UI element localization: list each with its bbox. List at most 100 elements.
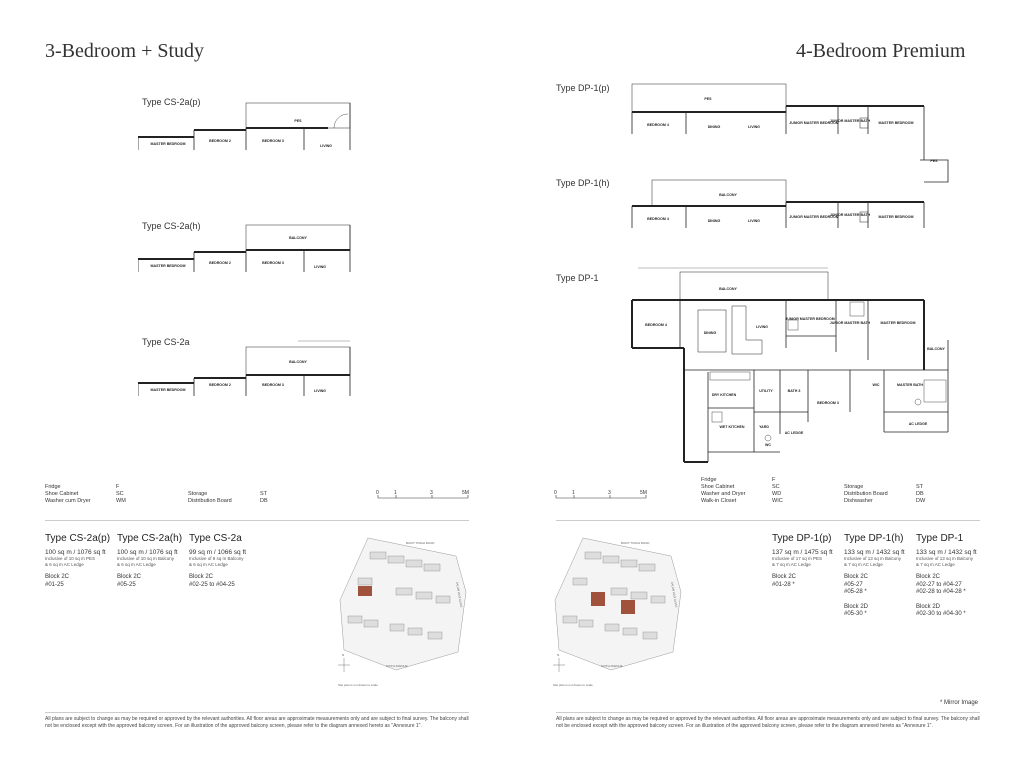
room-label: WC	[765, 443, 771, 447]
floorplan-cs2ap: PES MASTER BEDROOM BEDROOM 2 BEDROOM 3 L…	[138, 102, 351, 150]
room-label: MASTER BEDROOM	[151, 388, 186, 392]
room-label: BEDROOM 2	[209, 261, 231, 265]
legend-right-col2: F SC WD WIC	[772, 477, 783, 504]
room-label: MASTER BEDROOM	[151, 264, 186, 268]
room-label: LIVING	[748, 219, 760, 223]
legend-left-col2: F SC WM	[116, 484, 126, 504]
scale-tick: 5M	[462, 490, 469, 496]
disclaimer-left: All plans are subject to change as may b…	[45, 716, 469, 729]
floorplan-cs2a: BALCONY MASTER BEDROOM BEDROOM 2 BEDROOM…	[138, 340, 351, 396]
unit-info-dp1: Type DP-1 133 sq m / 1432 sq ft Inclusiv…	[916, 533, 977, 617]
north-arrow: N	[342, 653, 344, 657]
room-label: BEDROOM 3	[262, 139, 284, 143]
unit-info-cs2ah: Type CS-2a(h) 100 sq m / 1076 sq ft Incl…	[117, 533, 183, 588]
room-label: WET KITCHEN	[720, 425, 745, 429]
room-label: JUNIOR MASTER BEDROOM	[789, 121, 839, 125]
room-label: JUNIOR MASTER BEDROOM	[785, 317, 835, 321]
left-page-title: 3-Bedroom + Study	[45, 40, 205, 62]
room-label: BEDROOM 4	[647, 123, 669, 127]
room-label: UTILITY	[759, 389, 773, 393]
scale-tick: 3	[430, 490, 433, 496]
room-label: DINING	[704, 331, 717, 335]
plan-label-dp1: Type DP-1	[556, 273, 599, 283]
room-label: LIVING	[320, 144, 332, 148]
room-label: LIVING	[748, 125, 760, 129]
road-label: SIXTH AVENUE	[386, 664, 408, 668]
site-plan-right: BUKIT TIMAH ROAD JALAN HAJI ALIAS SIXTH …	[553, 537, 682, 687]
mirror-image-note: * Mirror Image	[940, 700, 979, 706]
scale-tick: 5M	[640, 490, 647, 496]
room-label: JUNIOR MASTER BATH	[830, 321, 871, 325]
legend-left-col1: Fridge Shoe Cabinet Washer cum Dryer	[45, 484, 91, 504]
floorplan-dp1p: PES BEDROOM 4 DINING LIVING JUNIOR MASTE…	[631, 83, 949, 183]
plan-label-dp1p: Type DP-1(p)	[556, 83, 610, 93]
room-label: BALCONY	[289, 236, 307, 240]
room-label: LIVING	[314, 265, 326, 269]
room-label: LIVING	[756, 325, 768, 329]
legend-right-col1: Fridge Shoe Cabinet Washer and Dryer Wal…	[701, 477, 746, 504]
room-label: MASTER BEDROOM	[151, 142, 186, 146]
scale-tick: 0	[376, 490, 379, 496]
room-label: DINING	[708, 219, 721, 223]
room-label: JUNIOR MASTER BATH	[830, 213, 871, 217]
highlight-unit	[591, 592, 605, 606]
scale-bar-left: 0 1 3 5M	[376, 490, 469, 499]
floorplan-dp1h: BALCONY BEDROOM 4 DINING LIVING JUNIOR M…	[631, 179, 925, 228]
road-label: JALAN HAJI ALIAS	[455, 581, 463, 607]
divider	[556, 712, 980, 713]
room-label: BALCONY	[719, 287, 737, 291]
room-label: LIVING	[314, 389, 326, 393]
scale-bar-right: 0 1 3 5M	[554, 490, 647, 499]
unit-info-cs2ap: Type CS-2a(p) 100 sq m / 1076 sq ft Incl…	[45, 533, 111, 588]
room-label: MASTER BEDROOM	[879, 215, 914, 219]
room-label: MASTER BATH	[897, 383, 923, 387]
divider	[45, 520, 469, 521]
room-label: JUNIOR MASTER BATH	[830, 119, 871, 123]
site-plan-note: Site plan is not drawn to scale	[553, 683, 593, 687]
scale-tick: 1	[572, 490, 575, 496]
divider	[45, 712, 469, 713]
road-label: BUKIT TIMAH ROAD	[621, 541, 650, 545]
unit-info-dp1p: Type DP-1(p) 137 sq m / 1475 sq ft Inclu…	[772, 533, 833, 588]
legend-right-col3: Storage Distribution Board Dishwasher	[844, 484, 888, 504]
room-label: BEDROOM 4	[645, 323, 667, 327]
disclaimer-right: All plans are subject to change as may b…	[556, 716, 980, 729]
unit-info-dp1h: Type DP-1(h) 133 sq m / 1432 sq ft Inclu…	[844, 533, 905, 617]
room-label: BEDROOM 2	[209, 139, 231, 143]
plan-label-cs2ah: Type CS-2a(h)	[142, 221, 201, 231]
room-label: JUNIOR MASTER BEDROOM	[789, 215, 839, 219]
room-label: PES	[704, 97, 712, 101]
scale-tick: 0	[554, 490, 557, 496]
road-label: JALAN HAJI ALIAS	[670, 581, 678, 607]
legend-right-col4: ST DB DW	[916, 484, 926, 504]
room-label: BEDROOM 3	[262, 261, 284, 265]
road-label: SIXTH AVENUE	[601, 664, 623, 668]
room-label: DRY KITCHEN	[712, 393, 737, 397]
highlight-unit	[358, 586, 372, 596]
north-arrow: N	[557, 653, 559, 657]
room-label: PES	[294, 119, 302, 123]
highlight-unit	[621, 600, 635, 614]
scale-tick: 1	[394, 490, 397, 496]
scale-tick: 3	[608, 490, 611, 496]
legend-left-col4: ST DB	[260, 491, 268, 504]
room-label: BEDROOM 3	[262, 383, 284, 387]
room-label: DINING	[708, 125, 721, 129]
site-plan-left: BUKIT TIMAH ROAD JALAN HAJI ALIAS SIXTH …	[338, 537, 467, 687]
plan-label-cs2a: Type CS-2a	[142, 337, 190, 347]
plan-label-cs2ap: Type CS-2a(p)	[142, 97, 201, 107]
room-label: PES	[930, 159, 938, 163]
legend-left-col3: Storage Distribution Board	[188, 491, 232, 504]
room-label: MASTER BEDROOM	[881, 321, 916, 325]
floorplan-cs2ah: BALCONY MASTER BEDROOM BEDROOM 2 BEDROOM…	[138, 224, 351, 272]
room-label: BEDROOM 2	[209, 383, 231, 387]
room-label: BALCONY	[289, 360, 307, 364]
floorplan-dp1: BALCONY BEDROOM 4 DINING LIVING JUNIOR M…	[631, 267, 949, 463]
room-label: AC LEDGE	[909, 422, 928, 426]
right-page-title: 4-Bedroom Premium	[796, 40, 966, 62]
divider	[556, 520, 980, 521]
plan-label-dp1h: Type DP-1(h)	[556, 178, 610, 188]
room-label: BALCONY	[927, 347, 945, 351]
room-label: BEDROOM 3	[817, 401, 839, 405]
room-label: BALCONY	[719, 193, 737, 197]
